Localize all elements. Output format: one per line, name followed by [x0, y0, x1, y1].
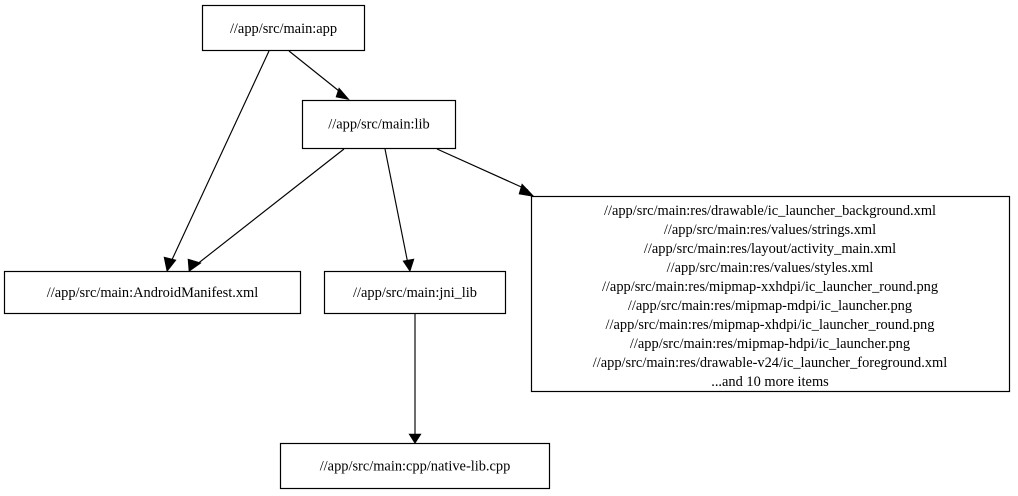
res-line-3: //app/src/main:res/values/styles.xml: [667, 260, 874, 276]
node-androidmanifest[interactable]: //app/src/main:AndroidManifest.xml: [3, 270, 302, 315]
edge-app-to-lib: [288, 50, 350, 100]
res-line-6: //app/src/main:res/mipmap-xhdpi/ic_launc…: [606, 317, 935, 333]
res-line-5: //app/src/main:res/mipmap-mdpi/ic_launch…: [628, 298, 912, 314]
arrow-head: [187, 258, 202, 273]
res-line-9: ...and 10 more items: [711, 374, 829, 390]
node-box[interactable]: [201, 4, 366, 52]
res-line-2: //app/src/main:res/layout/activity_main.…: [644, 241, 896, 257]
node-box[interactable]: [3, 270, 302, 315]
node-box[interactable]: [323, 270, 507, 315]
node-label: //app/src/main:jni_lib: [353, 285, 477, 301]
arrow-head: [335, 87, 350, 100]
edge-lib-to-res: [436, 148, 535, 197]
edge-line: [169, 50, 270, 265]
node-label: //app/src/main:cpp/native-lib.cpp: [320, 458, 511, 474]
res-line-8: //app/src/main:res/drawable-v24/ic_launc…: [593, 355, 947, 371]
node-box[interactable]: [279, 442, 551, 490]
node-box[interactable]: [530, 195, 1011, 393]
node-lib[interactable]: //app/src/main:lib: [301, 99, 457, 150]
res-line-1: //app/src/main:res/values/strings.xml: [664, 222, 876, 238]
res-line-7: //app/src/main:res/mipmap-hdpi/ic_launch…: [630, 336, 910, 352]
arrow-head: [163, 256, 177, 273]
arrow-head: [408, 433, 422, 445]
node-jni-lib[interactable]: //app/src/main:jni_lib: [323, 270, 507, 315]
node-res-group[interactable]: //app/src/main:res/drawable/ic_launcher_…: [530, 195, 1011, 393]
node-label: //app/src/main:app: [230, 21, 337, 37]
node-native-lib-cpp[interactable]: //app/src/main:cpp/native-lib.cpp: [279, 442, 551, 490]
edge-line: [288, 50, 345, 96]
node-label: //app/src/main:AndroidManifest.xml: [47, 285, 258, 301]
edge-lib-to-jni: [384, 148, 415, 273]
node-box[interactable]: [301, 99, 457, 150]
res-line-4: //app/src/main:res/mipmap-xxhdpi/ic_laun…: [602, 279, 938, 295]
edge-jni-to-cpp: [408, 314, 422, 445]
node-app[interactable]: //app/src/main:app: [201, 4, 366, 52]
edge-lib-to-manifest: [187, 148, 345, 273]
edge-line: [195, 148, 345, 266]
edge-line: [384, 148, 409, 265]
arrow-head: [402, 258, 415, 273]
node-label: //app/src/main:lib: [328, 116, 430, 132]
res-line-0: //app/src/main:res/drawable/ic_launcher_…: [604, 203, 936, 219]
arrow-head: [518, 183, 535, 197]
edge-line: [436, 148, 529, 191]
edge-app-to-manifest: [163, 50, 270, 273]
